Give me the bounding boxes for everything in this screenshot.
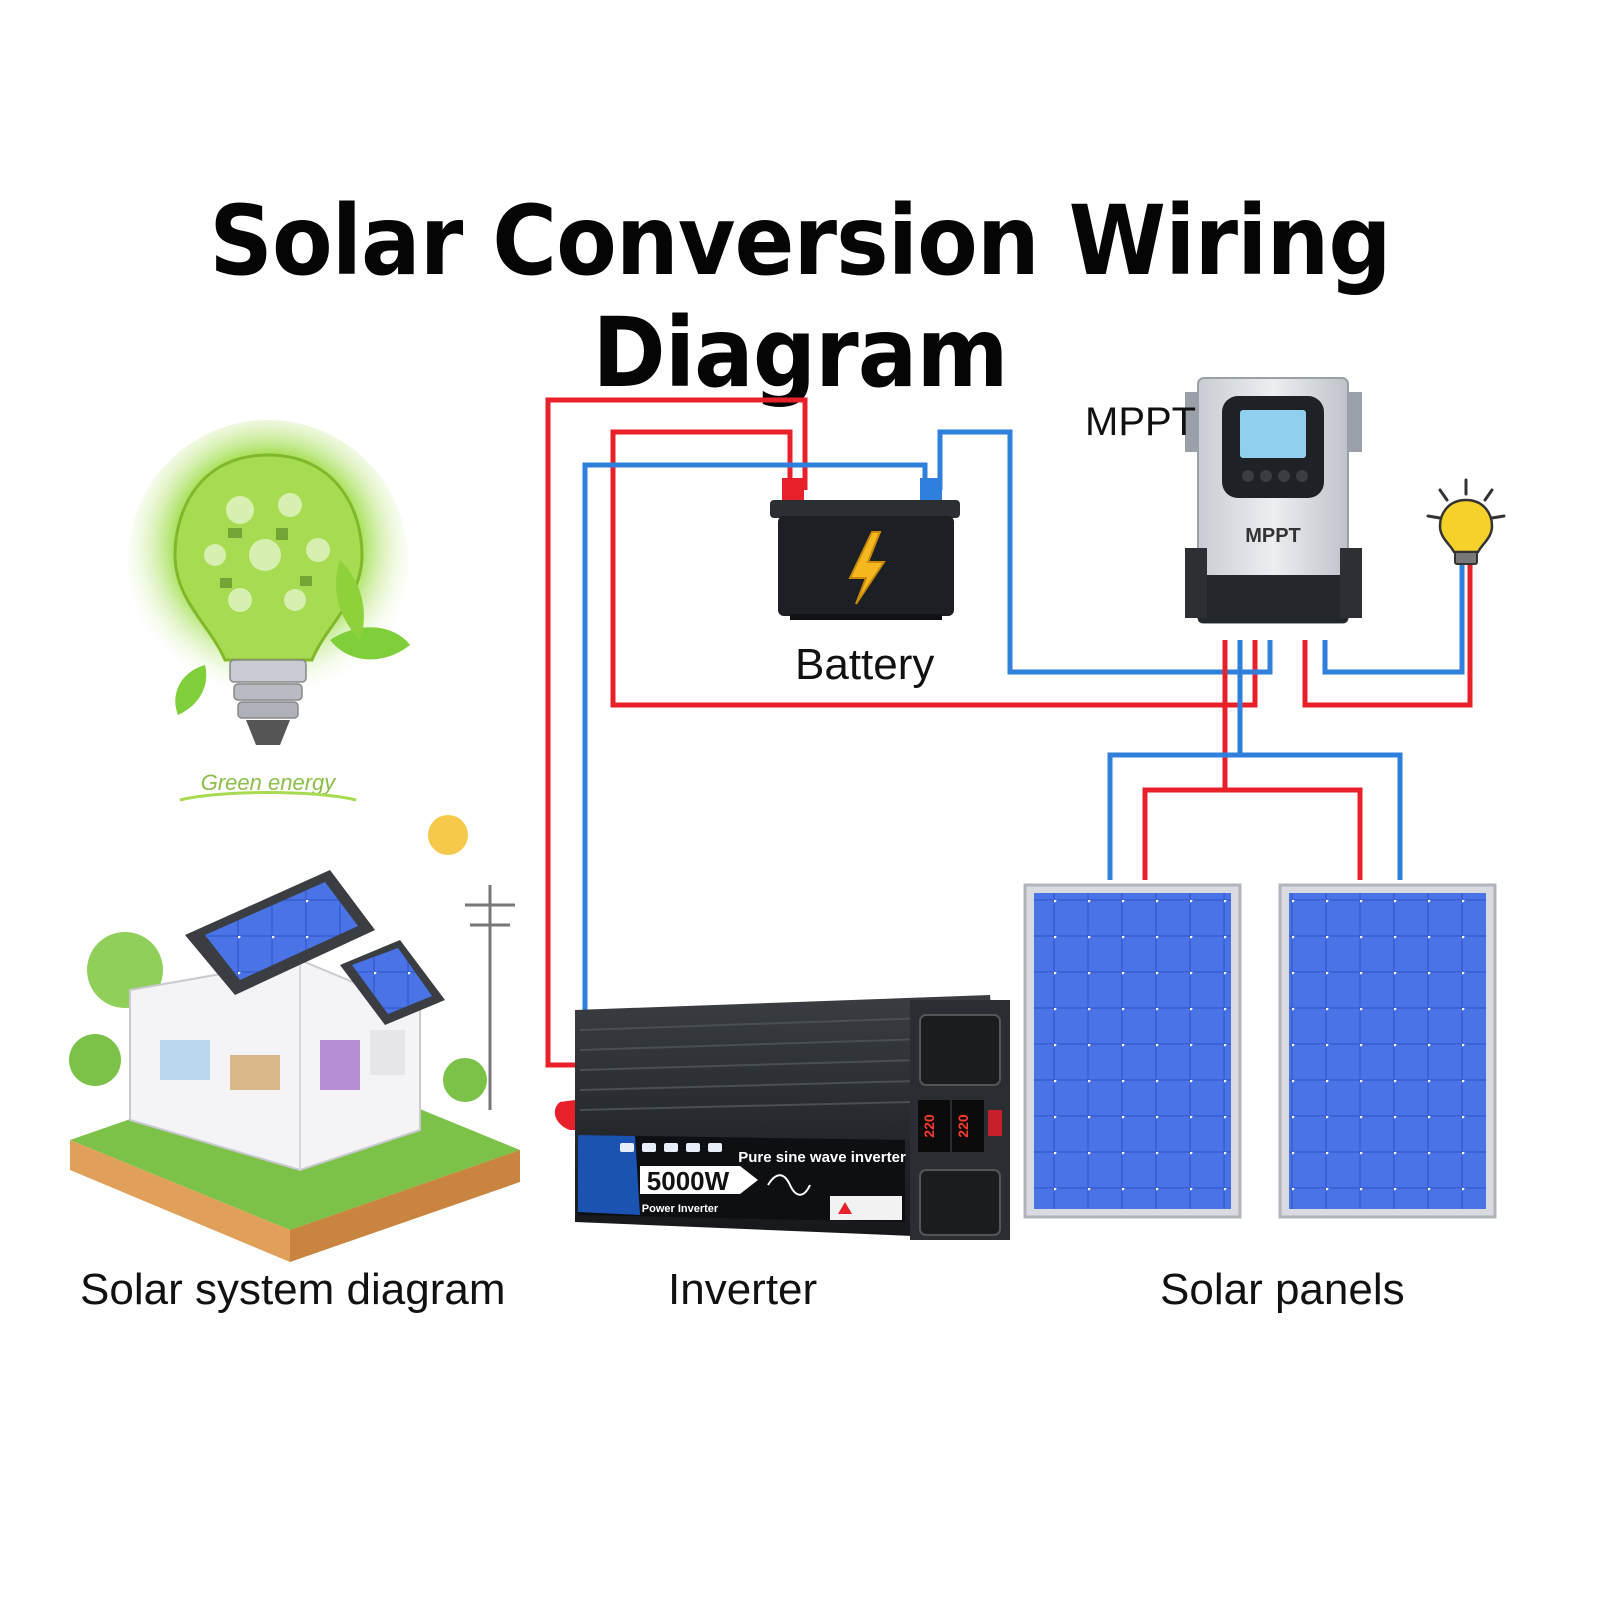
inverter-subtitle: Pure sine wave inverter — [738, 1149, 906, 1166]
lightning-icon — [848, 531, 886, 605]
wire-inverter-negative — [582, 462, 928, 1010]
leaf-icon — [330, 627, 410, 660]
green-energy-bulb: Green energy — [128, 420, 410, 802]
green-energy-caption: Green energy — [201, 770, 338, 795]
battery-label: Battery — [795, 640, 935, 689]
solar-panel-right — [1278, 883, 1497, 1219]
lightbulb-icon — [1426, 478, 1506, 565]
inverter-display-left: 220 — [921, 1114, 937, 1138]
wire-panel-negative — [1107, 640, 1243, 880]
page-title: Solar Conversion Wiring Diagram — [209, 185, 1391, 409]
wire-panel-negative-2 — [1240, 752, 1403, 880]
mppt-label: MPPT — [1085, 400, 1197, 444]
inverter: 220 220 5000W Pure sine wave inverter Po… — [554, 995, 1010, 1240]
solar-panel-left — [1023, 883, 1242, 1219]
sun-icon — [428, 815, 468, 855]
leaf-icon — [336, 560, 364, 640]
wire-panel-positive — [1142, 640, 1228, 880]
inverter-product-line: Power Inverter — [642, 1203, 719, 1215]
solar-system-label: Solar system diagram — [80, 1265, 506, 1314]
mppt-front-label: MPPT — [1245, 525, 1301, 547]
inverter-label: Inverter — [668, 1265, 818, 1314]
wires — [545, 397, 1473, 1068]
battery-positive-terminal — [782, 478, 804, 502]
inverter-display-right: 220 — [955, 1114, 971, 1138]
mppt-controller: MPPT — [1185, 377, 1362, 624]
inverter-power-rating: 5000W — [647, 1166, 730, 1196]
solar-panels-label: Solar panels — [1160, 1265, 1405, 1314]
wire-panel-positive-2 — [1225, 787, 1363, 880]
wire-battery-positive-to-mppt — [610, 429, 1258, 708]
solar-house-illustration — [69, 815, 520, 1262]
wire-battery-negative-to-mppt — [937, 429, 1273, 675]
battery — [770, 478, 960, 620]
leaf-icon — [175, 665, 207, 715]
wire-inverter-positive — [545, 397, 808, 1068]
battery-negative-terminal — [920, 478, 942, 502]
wire-load-negative — [1322, 560, 1465, 675]
wire-load-positive — [1302, 560, 1473, 708]
